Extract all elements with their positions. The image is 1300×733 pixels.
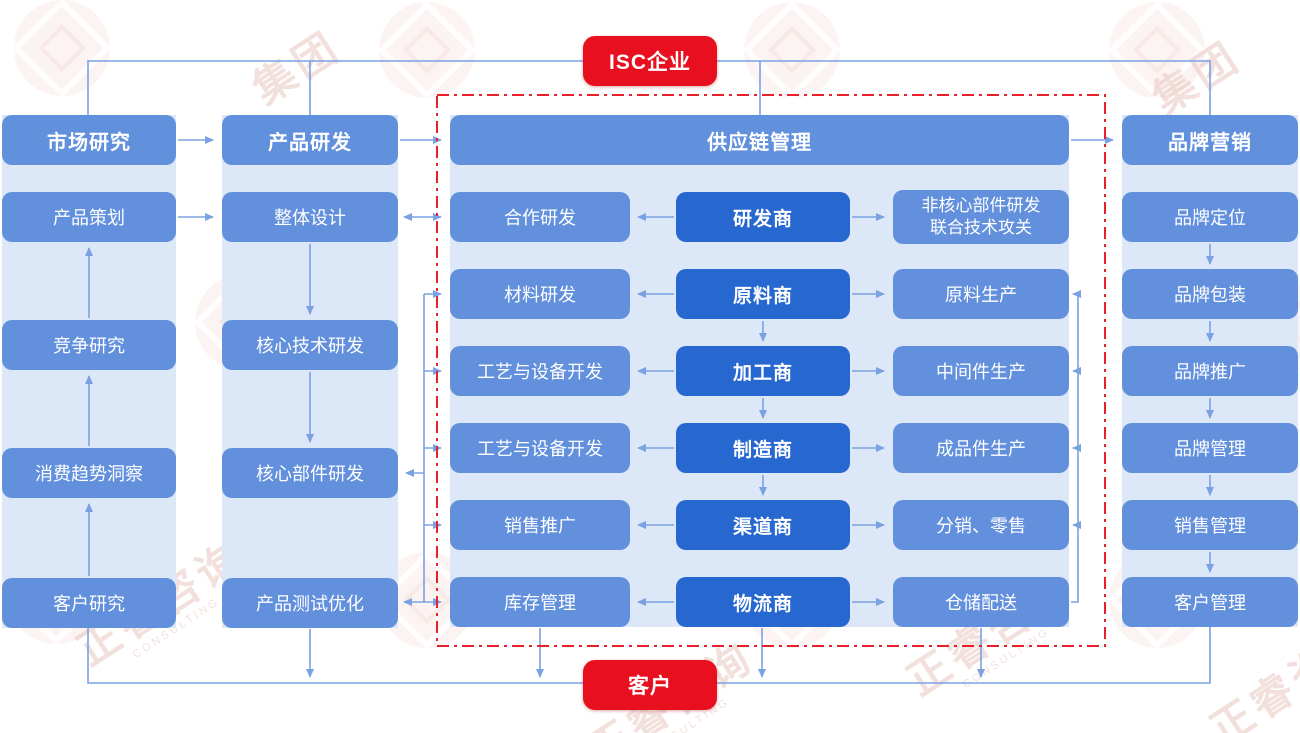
brand-box-positioning: 品牌定位 [1122, 192, 1298, 242]
supply-support-box-3: 工艺与设备开发 [450, 423, 630, 473]
watermark-logo-icon [12, 0, 112, 98]
brand-box-customer-management: 客户管理 [1122, 577, 1298, 627]
watermark-logo-icon [377, 0, 477, 100]
customer-node: 客户 [583, 660, 717, 710]
market-box-customer-research: 客户研究 [2, 578, 176, 628]
supply-production-box-5: 仓储配送 [893, 577, 1069, 627]
supply-support-box-0: 合作研发 [450, 192, 630, 242]
supply-support-box-4: 销售推广 [450, 500, 630, 550]
product-rd-header: 产品研发 [222, 115, 398, 165]
isc-enterprise-node: ISC企业 [583, 36, 717, 86]
supply-core-box-2: 加工商 [676, 346, 850, 396]
supply-core-box-4: 渠道商 [676, 500, 850, 550]
supply-production-box-2: 中间件生产 [893, 346, 1069, 396]
supply-core-box-0: 研发商 [676, 192, 850, 242]
brand-box-sales-management: 销售管理 [1122, 500, 1298, 550]
supply-chain-border [436, 94, 1106, 647]
rd-box-product-testing: 产品测试优化 [222, 578, 398, 628]
rd-box-overall-design: 整体设计 [222, 192, 398, 242]
rd-box-core-parts: 核心部件研发 [222, 448, 398, 498]
supply-support-box-5: 库存管理 [450, 577, 630, 627]
supply-support-box-2: 工艺与设备开发 [450, 346, 630, 396]
supply-support-box-1: 材料研发 [450, 269, 630, 319]
watermark-logo-icon [1107, 0, 1207, 100]
brand-box-promotion: 品牌推广 [1122, 346, 1298, 396]
market-box-competition-research: 竞争研究 [2, 320, 176, 370]
brand-box-packaging: 品牌包装 [1122, 269, 1298, 319]
market-box-product-planning: 产品策划 [2, 192, 176, 242]
supply-core-box-5: 物流商 [676, 577, 850, 627]
supply-production-box-4: 分销、零售 [893, 500, 1069, 550]
supply-core-box-3: 制造商 [676, 423, 850, 473]
supply-production-box-0: 非核心部件研发 联合技术攻关 [893, 190, 1069, 244]
rd-box-core-tech: 核心技术研发 [222, 320, 398, 370]
supply-production-box-3: 成品件生产 [893, 423, 1069, 473]
supply-core-box-1: 原料商 [676, 269, 850, 319]
market-box-consumer-trend: 消费趋势洞察 [2, 448, 176, 498]
market-research-header: 市场研究 [2, 115, 176, 165]
supply-production-box-1: 原料生产 [893, 269, 1069, 319]
supply-chain-header: 供应链管理 [450, 115, 1069, 165]
brand-marketing-header: 品牌营销 [1122, 115, 1298, 165]
brand-box-management: 品牌管理 [1122, 423, 1298, 473]
